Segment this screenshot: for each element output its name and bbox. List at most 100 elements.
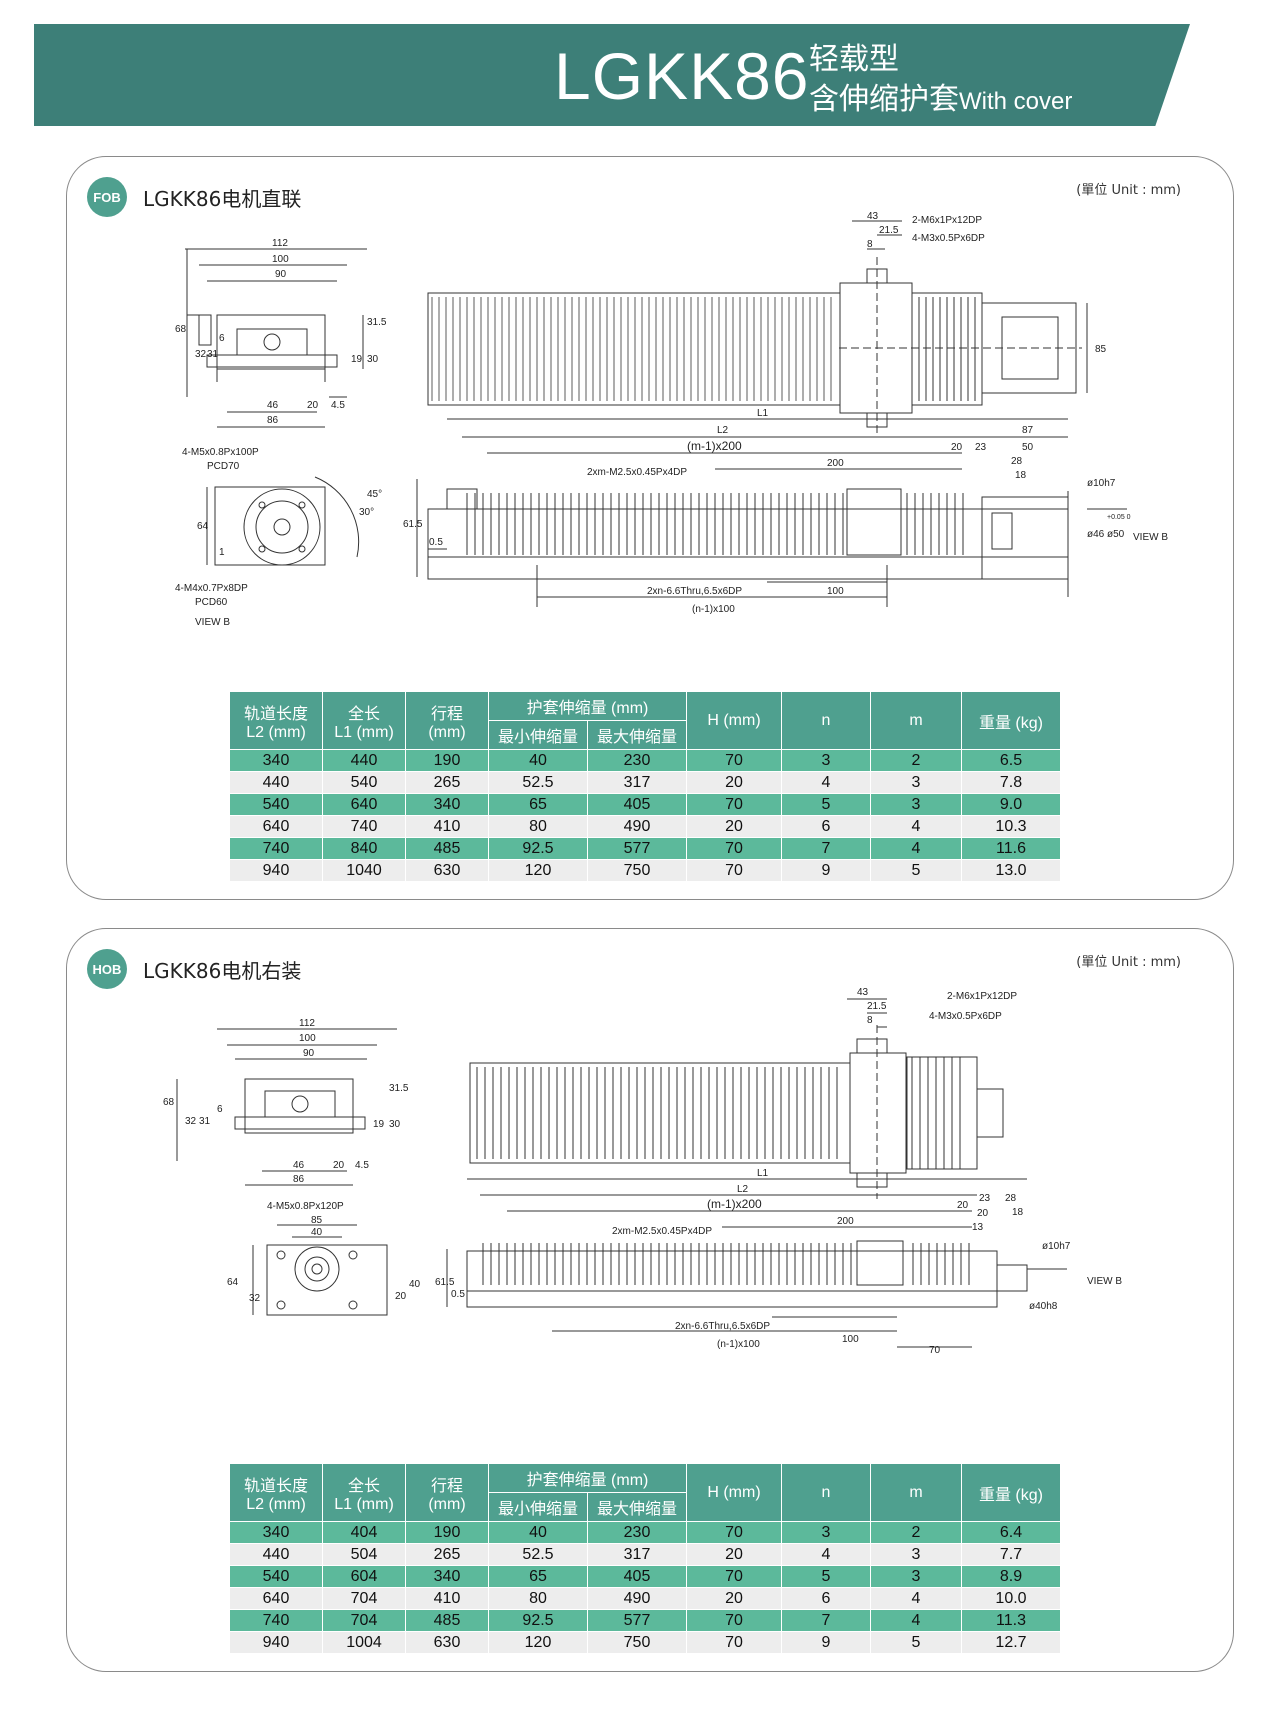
dim-86: 86 (293, 1174, 305, 1185)
col-cover-max: 最大伸缩量 (587, 1492, 687, 1522)
table-cell: 40 (488, 749, 588, 772)
table-cell: 340 (405, 793, 489, 816)
callout-screw-m3: 4-M3x0.5Px6DP (929, 1011, 1002, 1022)
table-cell: 440 (229, 1543, 323, 1566)
unit-note: (單位 Unit : mm) (1076, 183, 1181, 198)
table-cell: 1004 (322, 1631, 406, 1654)
table-cell: 3 (870, 793, 962, 816)
table-cell: 52.5 (488, 1543, 588, 1566)
table-cell: 4 (781, 771, 871, 794)
table-cell: 70 (686, 859, 782, 882)
dim-90: 90 (275, 269, 287, 280)
dim-68: 68 (163, 1097, 175, 1108)
table-cell: 190 (405, 1521, 489, 1544)
table-cell: 70 (686, 837, 782, 860)
table-cell: 1040 (322, 859, 406, 882)
table-cell: 5 (870, 1631, 962, 1654)
table-cell: 940 (229, 1631, 323, 1654)
dim-n100: (n-1)x100 (717, 1339, 760, 1350)
dim-30: 30 (367, 354, 379, 365)
dim-50: 50 (1022, 442, 1034, 453)
section-title: LGKK86电机直联 (143, 187, 302, 211)
dim-46: 46 (267, 400, 279, 411)
table-cell: 4 (870, 1609, 962, 1632)
table-cell: 4 (870, 1587, 962, 1610)
dim-200: 200 (837, 1216, 854, 1227)
dim-f40: 40 (311, 1227, 323, 1238)
dim-87: 87 (1022, 425, 1034, 436)
table-cell: 750 (587, 859, 687, 882)
dim-20-b: 20 (977, 1208, 989, 1219)
table-cell: 405 (587, 793, 687, 816)
col-h: H (mm) (686, 691, 782, 750)
dim-phi50: ø50 (1107, 529, 1125, 540)
table-cell: 5 (870, 859, 962, 882)
table-cell: 20 (686, 1543, 782, 1566)
technical-drawing-fob: 112 100 90 68 32 31 6 31.5 19 30 46 20 4… (175, 211, 1168, 628)
table-cell: 3 (781, 749, 871, 772)
table-cell: 65 (488, 793, 588, 816)
dim-68: 68 (175, 324, 187, 335)
table-cell: 630 (405, 859, 489, 882)
table-cell: 490 (587, 1587, 687, 1610)
callout-top-holes: 2xm-M2.5x0.45Px4DP (612, 1226, 712, 1237)
dim-n100: (n-1)x100 (692, 604, 735, 615)
table-cell: 2 (870, 749, 962, 772)
table-cell: 11.3 (961, 1609, 1061, 1632)
table-cell: 317 (587, 771, 687, 794)
table-cell: 440 (229, 771, 323, 794)
dim-23: 23 (975, 442, 987, 453)
table-cell: 630 (405, 1631, 489, 1654)
angle-30: 30° (359, 507, 374, 518)
angle-45: 45° (367, 489, 382, 500)
table-cell: 230 (587, 749, 687, 772)
table-cell: 120 (488, 859, 588, 882)
dim-32-flange: 32 (249, 1293, 261, 1304)
col-n: n (781, 691, 871, 750)
table-cell: 70 (686, 1565, 782, 1588)
table-cell: 7 (781, 837, 871, 860)
dim-20: 20 (333, 1160, 345, 1171)
dim-6: 6 (217, 1104, 223, 1115)
callout-screw-m6: 2-M6x1Px12DP (947, 991, 1017, 1002)
table-cell: 4 (870, 837, 962, 860)
dim-100-bottom: 100 (827, 586, 844, 597)
table-cell: 7 (781, 1609, 871, 1632)
dim-28: 28 (1011, 456, 1023, 467)
dim-13: 13 (972, 1222, 984, 1233)
table-cell: 10.3 (961, 815, 1061, 838)
table-cell: 3 (870, 1543, 962, 1566)
callout-bottom-holes: 2xn-6.6Thru,6.5x6DP (675, 1321, 770, 1332)
dim-43: 43 (857, 987, 869, 998)
col-stroke: 行程(mm) (405, 1463, 489, 1522)
dim-31-5: 31.5 (367, 317, 387, 328)
table-cell: 340 (229, 1521, 323, 1544)
section-fob: FOB LGKK86电机直联 (單位 Unit : mm) (66, 156, 1234, 900)
callout-pcd60: PCD60 (195, 597, 228, 608)
subtitle-light-load: 轻载型 (809, 42, 899, 77)
callout-flange-m5: 4-M5x0.8Px100P (182, 447, 259, 458)
table-cell: 577 (587, 1609, 687, 1632)
dim-40-flange: 40 (409, 1279, 421, 1290)
callout-top-holes: 2xm-M2.5x0.45Px4DP (587, 467, 687, 478)
table-cell: 92.5 (488, 837, 588, 860)
col-cover-min: 最小伸缩量 (488, 1492, 588, 1522)
table-cell: 9 (781, 1631, 871, 1654)
dim-19: 19 (351, 354, 363, 365)
dim-32: 32 (185, 1116, 197, 1127)
col-h: H (mm) (686, 1463, 782, 1522)
dim-L2: L2 (737, 1184, 749, 1195)
dim-4-5: 4.5 (331, 400, 345, 411)
table-cell: 405 (587, 1565, 687, 1588)
dim-64: 64 (197, 521, 209, 532)
table-cell: 604 (322, 1565, 406, 1588)
table-cell: 230 (587, 1521, 687, 1544)
table-cell: 20 (686, 815, 782, 838)
col-m: m (870, 691, 962, 750)
dim-8: 8 (867, 239, 873, 250)
